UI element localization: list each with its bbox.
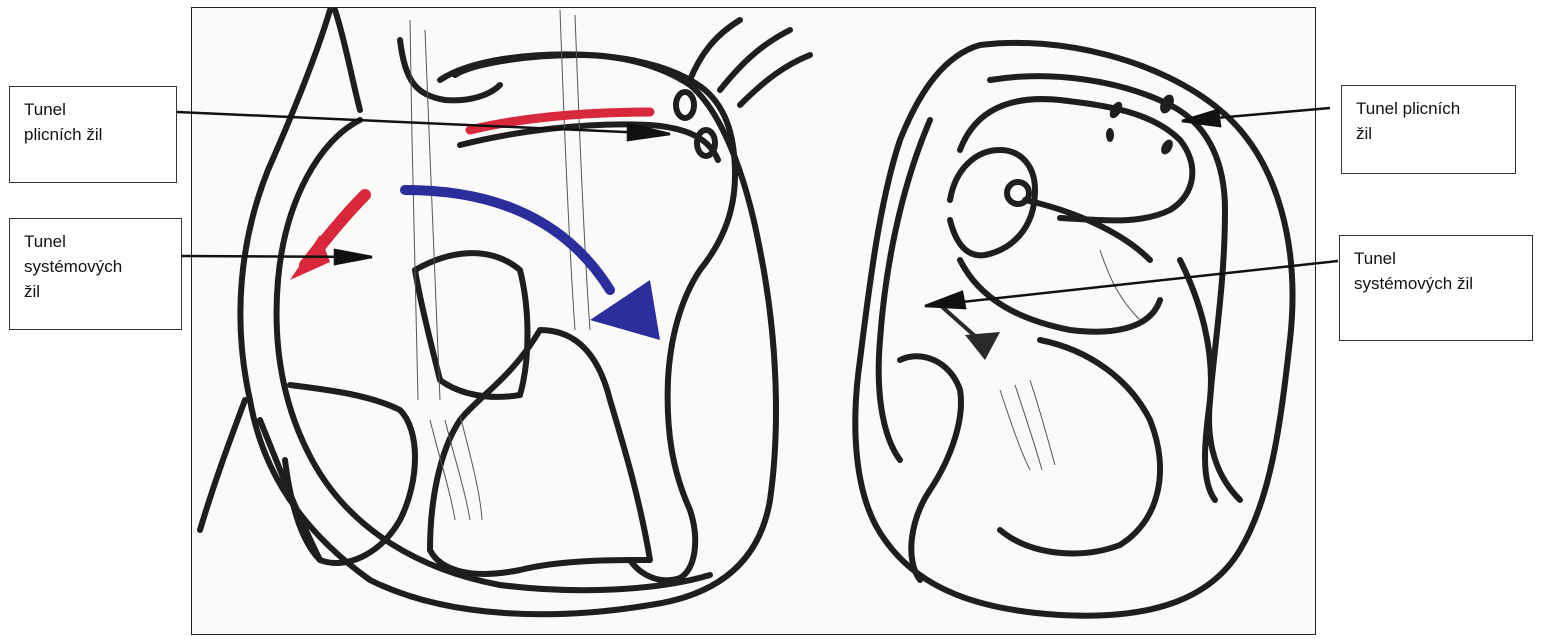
label-left-systemic-line1: Tunel — [24, 229, 167, 254]
mitral-leaflet — [415, 253, 528, 397]
label-left-systemic-line2: systémových — [24, 254, 167, 279]
label-right-pulmonary-line1: Tunel plicních — [1356, 96, 1501, 121]
right-ventricle-line — [960, 260, 1160, 332]
right-heart-drawing — [855, 43, 1292, 616]
right-dark-arrowhead — [965, 332, 1000, 360]
label-right-systemic-line1: Tunel — [1354, 246, 1518, 271]
aortic-arch — [400, 40, 500, 100]
right-vein-dots — [1106, 92, 1177, 156]
pulmonary-vein-opening-1 — [676, 92, 694, 118]
left-heart-drawing — [200, 10, 810, 614]
blue-flow-arrow — [405, 190, 660, 340]
label-right-systemic-line2: systémových žil — [1354, 271, 1518, 296]
right-dark-arrow-shaft — [940, 305, 985, 345]
ventricle-right — [430, 330, 650, 574]
label-left-pulmonary-tunnel: Tunel plicních žil — [9, 86, 177, 183]
label-left-pulmonary-line1: Tunel — [24, 97, 162, 122]
right-heart-fine-lines — [1000, 250, 1140, 470]
label-right-pulmonary-line2: žil — [1356, 121, 1501, 146]
right-tunnel-line — [1025, 200, 1150, 260]
svc-vessel — [335, 10, 360, 110]
right-side-chamber — [1180, 260, 1215, 500]
ventricle-left — [285, 385, 415, 563]
right-heart-inner-wall — [879, 120, 930, 460]
right-atrium-loop — [960, 99, 1192, 220]
label-left-systemic-line3: žil — [24, 279, 167, 304]
label-left-pulmonary-line2: plicních žil — [24, 122, 162, 147]
right-septum — [990, 76, 1240, 500]
right-bottom-cavity — [1000, 340, 1160, 553]
label-left-systemic-tunnel: Tunel systémových žil — [9, 218, 182, 330]
leader-right-systemic — [925, 261, 1338, 306]
label-right-systemic-tunnel: Tunel systémových žil — [1339, 235, 1533, 341]
blue-arrowhead — [590, 280, 660, 340]
label-right-pulmonary-tunnel: Tunel plicních žil — [1341, 85, 1516, 174]
blue-arrow-curve — [405, 190, 610, 290]
right-left-cavity — [900, 356, 961, 580]
